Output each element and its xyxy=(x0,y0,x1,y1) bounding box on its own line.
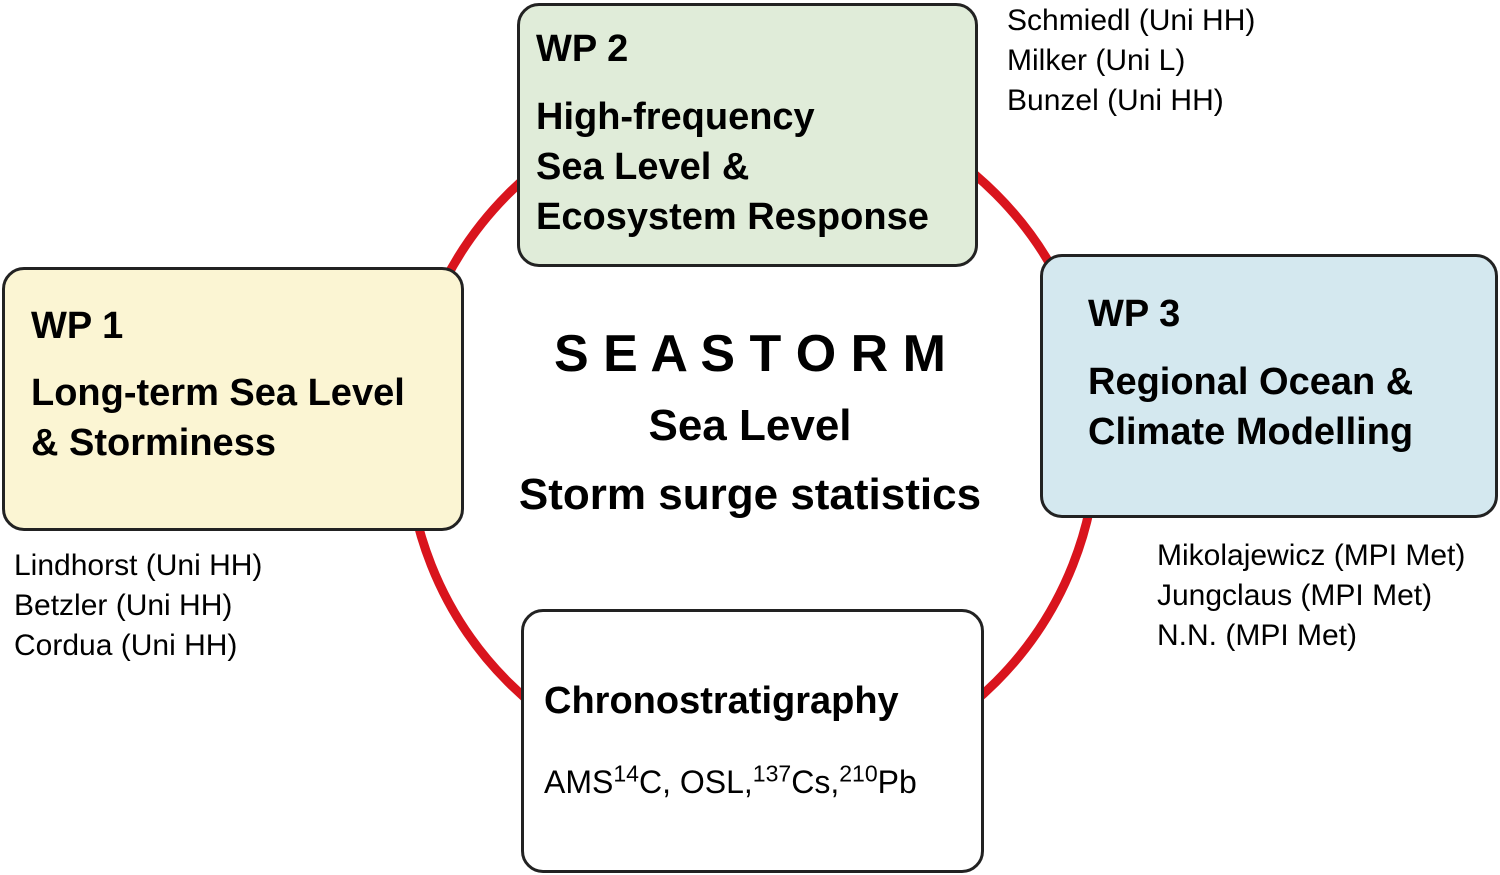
wp3-people: Mikolajewicz (MPI Met) Jungclaus (MPI Me… xyxy=(1157,536,1465,656)
person-name: Lindhorst (Uni HH) xyxy=(14,549,263,582)
person-name: Bunzel (Uni HH) xyxy=(1007,84,1224,117)
chronostratigraphy-title: Chronostratigraphy xyxy=(544,680,899,722)
center-line-storm-surge: Storm surge statistics xyxy=(518,470,982,519)
wp2-box: WP 2 High-frequency Sea Level & Ecosyste… xyxy=(517,3,978,267)
wp1-label: WP 1 xyxy=(31,305,124,347)
wp2-title-line: High-frequency xyxy=(536,96,815,138)
person-name: Schmiedl (Uni HH) xyxy=(1007,4,1256,37)
wp3-title-line: Climate Modelling xyxy=(1088,411,1414,453)
wp3-title: Regional Ocean & Climate Modelling xyxy=(1088,357,1413,457)
dating-methods: AMS14C, OSL,137Cs,210Pb xyxy=(544,762,917,800)
wp2-title: High-frequency Sea Level & Ecosystem Res… xyxy=(536,92,929,242)
wp1-title-line: & Storminess xyxy=(31,422,276,464)
person-name: Cordua (Uni HH) xyxy=(14,629,238,662)
isotope-14: 14 xyxy=(613,760,639,787)
person-name: Mikolajewicz (MPI Met) xyxy=(1157,539,1466,572)
wp2-title-line: Ecosystem Response xyxy=(536,196,929,238)
wp3-title-line: Regional Ocean & xyxy=(1088,361,1414,403)
person-name: N.N. (MPI Met) xyxy=(1157,619,1357,652)
person-name: Betzler (Uni HH) xyxy=(14,589,233,622)
wp1-title-line: Long-term Sea Level xyxy=(31,372,405,414)
wp2-label: WP 2 xyxy=(536,28,629,70)
wp1-box: WP 1 Long-term Sea Level & Storminess xyxy=(2,267,464,531)
isotope-137: 137 xyxy=(752,760,792,787)
chronostratigraphy-box: Chronostratigraphy AMS14C, OSL,137Cs,210… xyxy=(521,609,984,873)
center-line-sea-level: Sea Level xyxy=(648,401,852,450)
wp1-title: Long-term Sea Level & Storminess xyxy=(31,368,405,468)
wp2-title-line: Sea Level & xyxy=(536,146,750,188)
method-c-osl: C, OSL, xyxy=(638,764,753,800)
method-cs: Cs, xyxy=(791,764,840,800)
project-name: S E A S T O R M xyxy=(554,325,946,383)
method-pb: Pb xyxy=(877,764,917,800)
wp2-people: Schmiedl (Uni HH) Milker (Uni L) Bunzel … xyxy=(1007,1,1255,121)
method-ams: AMS xyxy=(544,764,614,800)
wp1-people: Lindhorst (Uni HH) Betzler (Uni HH) Cord… xyxy=(14,546,262,666)
person-name: Milker (Uni L) xyxy=(1007,44,1186,77)
person-name: Jungclaus (MPI Met) xyxy=(1157,579,1433,612)
wp3-box: WP 3 Regional Ocean & Climate Modelling xyxy=(1040,254,1498,518)
wp3-label: WP 3 xyxy=(1088,293,1181,335)
isotope-210: 210 xyxy=(839,760,878,787)
